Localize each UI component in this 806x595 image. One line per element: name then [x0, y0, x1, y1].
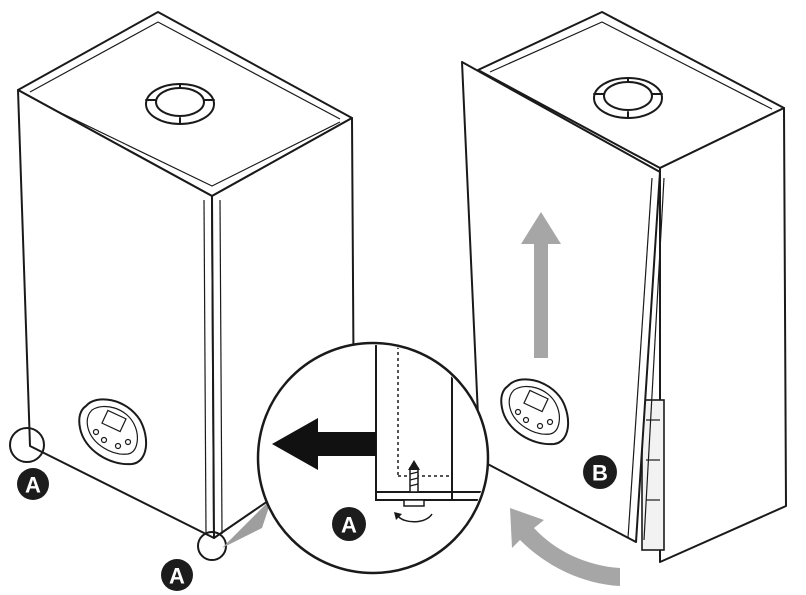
magnifier-circle [256, 341, 490, 575]
right-flue-collar [593, 77, 663, 119]
right-boiler-front-panel [461, 61, 661, 543]
left-arrow-icon [272, 418, 376, 470]
rotate-arrow-icon [397, 513, 433, 523]
up-arrow-icon [521, 212, 561, 358]
left-flue-collar [145, 83, 215, 125]
magnifier-connector [222, 498, 272, 548]
badge-magnifier: A [332, 507, 366, 541]
right-boiler-internals [641, 399, 665, 551]
left-control-display [78, 398, 148, 466]
curved-arrow-icon [510, 508, 620, 586]
right-boiler-side-body [659, 107, 787, 563]
left-corner-screw-marker [9, 427, 45, 463]
badge-left-corner-label: A [25, 473, 41, 498]
badge-bottom-corner-label: A [169, 564, 185, 589]
badge-front-panel: B [583, 455, 617, 489]
badge-bottom-corner: A [161, 559, 193, 591]
badge-left-corner: A [17, 468, 49, 500]
right-control-display [500, 378, 570, 446]
screw-icon [403, 460, 425, 507]
badge-front-panel-label: B [592, 461, 608, 486]
magnifier-detail [222, 341, 490, 575]
right-boiler [461, 11, 787, 586]
badge-magnifier-label: A [341, 513, 357, 538]
